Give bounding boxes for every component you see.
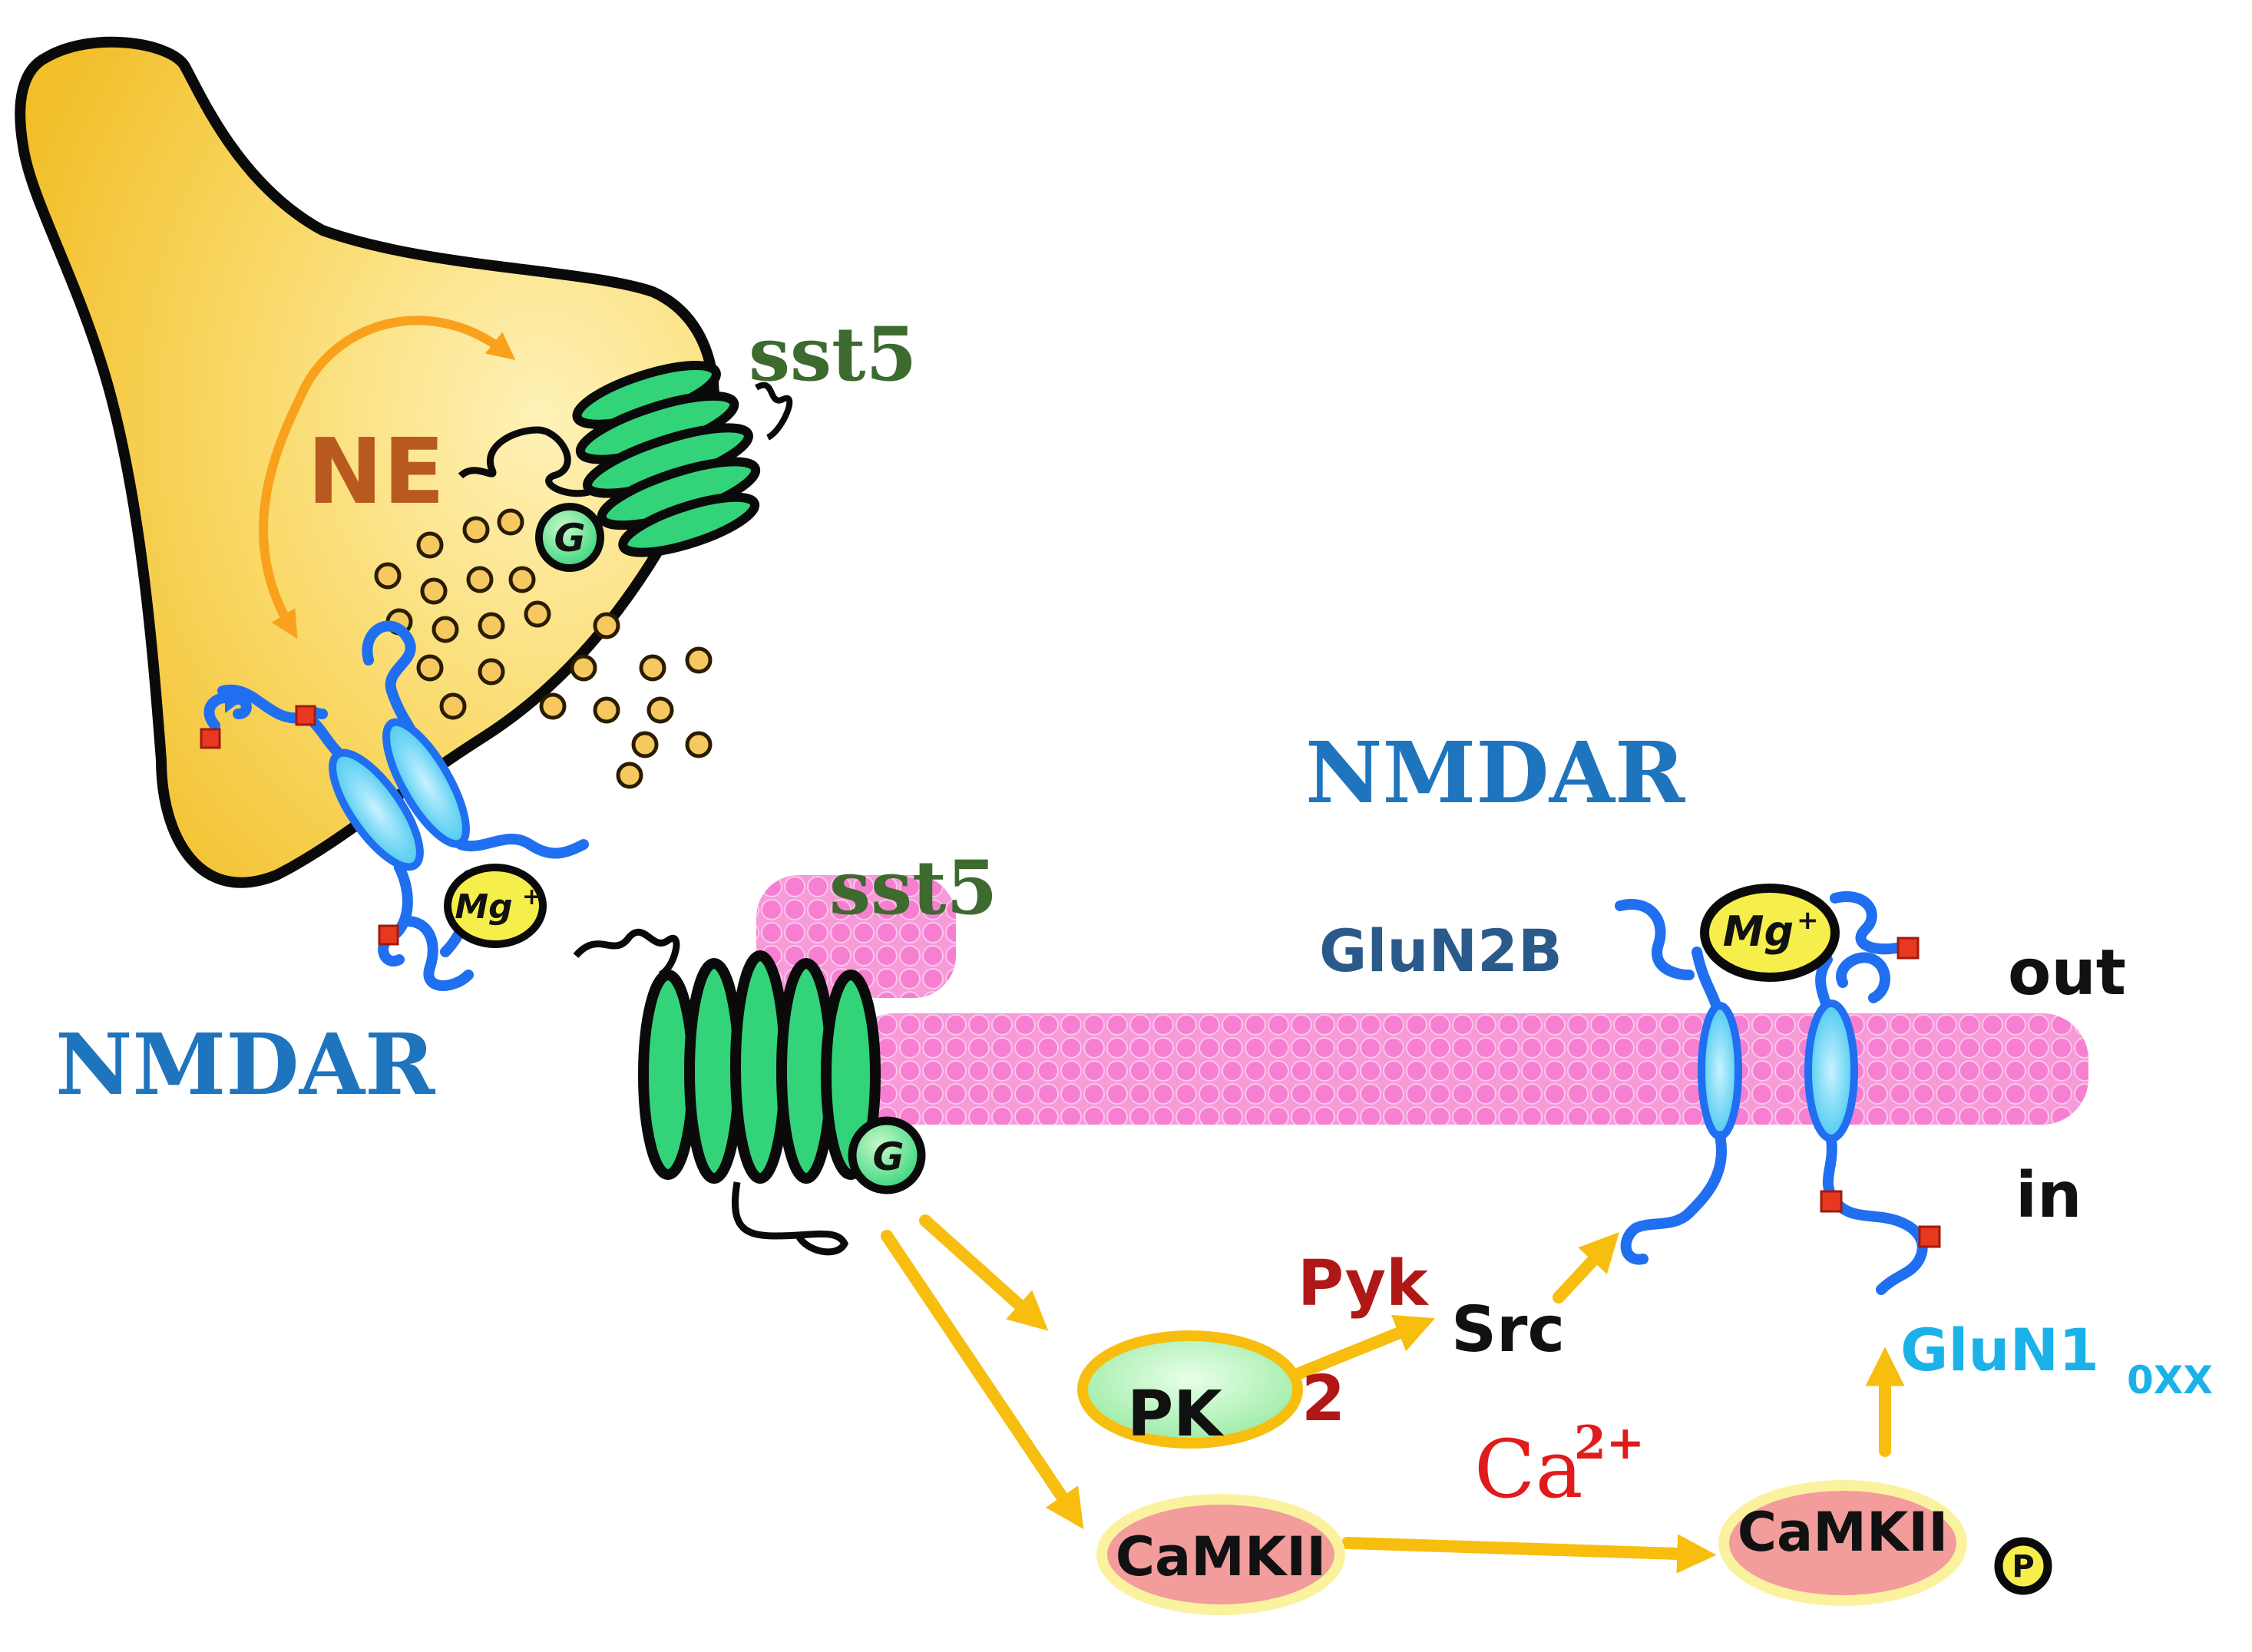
svg-text:CaMKII: CaMKII	[1116, 1525, 1327, 1588]
sst5-top-c-terminal	[754, 382, 793, 441]
presynaptic-terminal	[15, 36, 719, 888]
svg-text:G: G	[554, 516, 585, 560]
vesicles	[374, 508, 713, 789]
signaling-arrows	[881, 1214, 1905, 1574]
sst5-membrane-receptor	[638, 950, 881, 1184]
svg-text:Ca: Ca	[1474, 1422, 1583, 1516]
svg-text:PK: PK	[1127, 1378, 1225, 1451]
glun2b-label: GluN2B	[1319, 917, 1563, 985]
svg-text:G: G	[872, 1135, 904, 1179]
nmdar-postsynaptic: Mg +	[1615, 884, 1941, 1295]
sst5-top-receptor	[572, 361, 761, 557]
svg-text:0XX: 0XX	[2127, 1358, 2213, 1403]
glun1-label: GluN1 0XX	[1900, 1316, 2213, 1403]
in-label: in	[2016, 1159, 2082, 1232]
pk-node: PK	[1077, 1330, 1303, 1451]
nmdar-left-label: NMDAR	[55, 1015, 436, 1114]
g-protein-membrane: G	[848, 1116, 926, 1194]
camkii-phospho-node: CaMKII	[1718, 1480, 1967, 1606]
sst5-membrane-c-terminal	[731, 1181, 849, 1256]
phosphate-badge: P	[1994, 1537, 2052, 1595]
svg-text:Mg: Mg	[1723, 907, 1794, 956]
svg-text:+: +	[1797, 905, 1819, 936]
nmdar-right-label: NMDAR	[1305, 723, 1686, 822]
pyk-2-label: 2	[1301, 1363, 1345, 1436]
svg-text:Mg: Mg	[455, 887, 512, 927]
g-protein-top: G	[535, 503, 604, 572]
src-label: Src	[1451, 1294, 1565, 1366]
ca-label: Ca 2+	[1474, 1416, 1645, 1516]
svg-text:2+: 2+	[1574, 1416, 1645, 1470]
svg-text:+: +	[522, 884, 541, 910]
pyk-label: Pyk	[1298, 1247, 1430, 1320]
sst5-top-label: sst5	[749, 311, 917, 398]
ne-recycling-arrow-left	[259, 397, 304, 639]
sst5-membrane-label: sst5	[829, 844, 997, 931]
svg-text:GluN1: GluN1	[1900, 1316, 2099, 1384]
membrane-bilayer	[848, 1013, 2088, 1125]
mg-ion-presynaptic: Mg +	[444, 864, 547, 948]
svg-text:CaMKII: CaMKII	[1738, 1501, 1949, 1564]
sst5-top-n-terminal	[458, 426, 593, 497]
ne-label: NE	[307, 418, 445, 524]
ne-recycling-arrow-top	[295, 316, 516, 401]
camkii-node: CaMKII	[1096, 1494, 1345, 1615]
out-label: out	[2008, 937, 2126, 1009]
mg-ion-postsynaptic: Mg +	[1700, 884, 1840, 982]
nmdar-presynaptic: Mg +	[200, 620, 589, 991]
sst5-membrane-n-terminal	[573, 928, 680, 979]
svg-text:P: P	[2012, 1549, 2034, 1584]
